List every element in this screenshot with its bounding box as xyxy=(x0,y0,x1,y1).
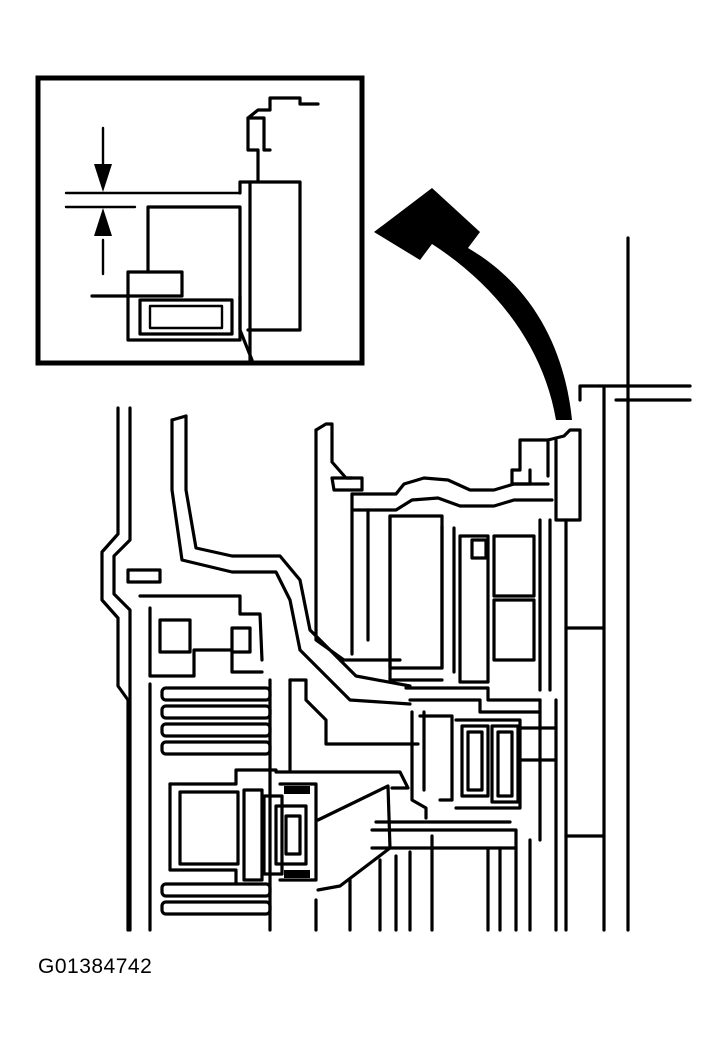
cross-section xyxy=(100,236,692,932)
clutch-plates xyxy=(148,678,272,932)
clearance-arrows-icon xyxy=(64,126,242,276)
figure-id-label: G01384742 xyxy=(38,955,153,978)
return-spring xyxy=(242,782,318,882)
detail-inset xyxy=(35,75,365,366)
curved-arrow-icon xyxy=(374,188,572,420)
